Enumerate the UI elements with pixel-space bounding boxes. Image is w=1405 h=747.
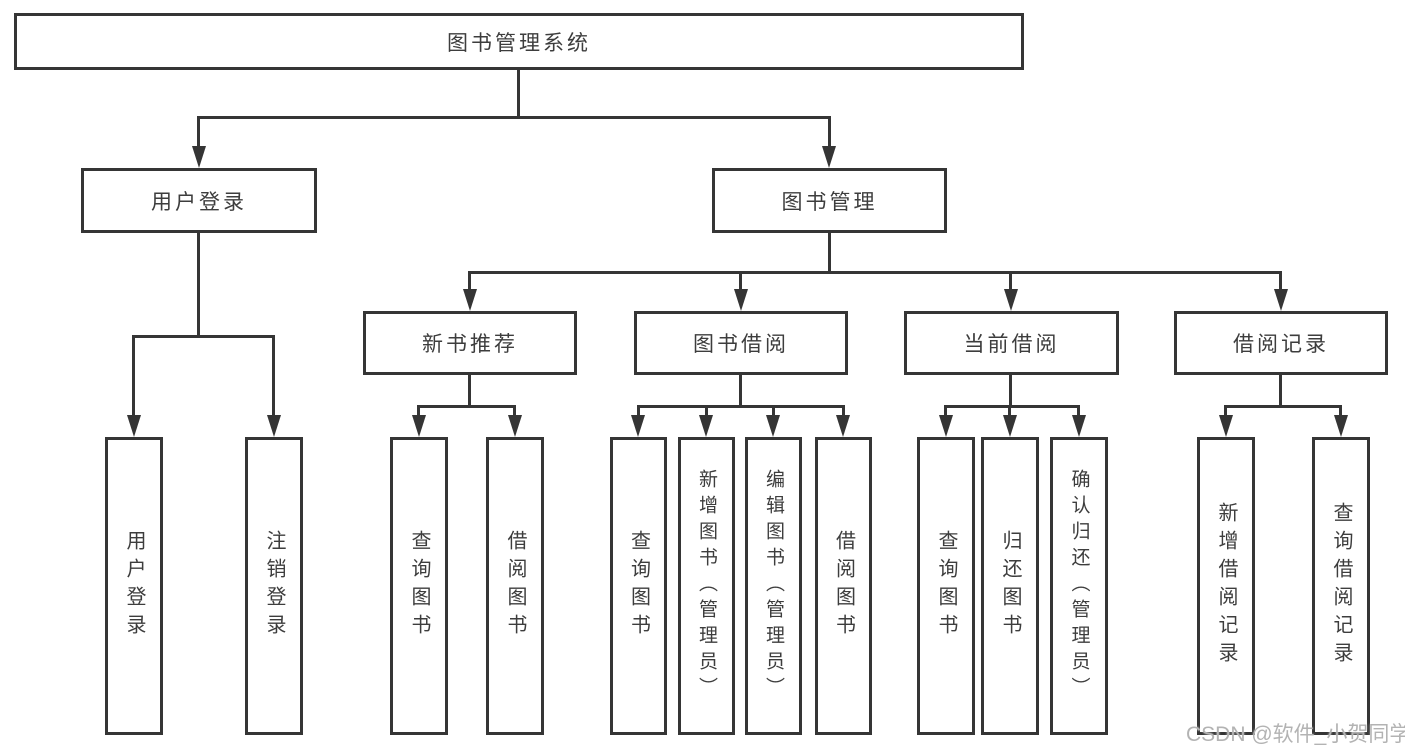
arrow-down-icon [508,415,522,437]
connector-line [197,116,200,149]
connector-line [468,271,471,291]
arrow-down-icon [631,415,645,437]
node-book-management: 图书管理 [712,168,947,233]
arrow-down-icon [463,289,477,311]
connector-line [513,405,516,417]
connector-line [705,405,708,417]
arrow-down-icon [766,415,780,437]
connector-line [842,405,845,417]
connector-line [417,405,516,408]
connector-line [1009,374,1012,406]
leaf-return-book: 归还图书 [981,437,1039,735]
connector-line [1224,405,1227,417]
arrow-down-icon [734,289,748,311]
connector-line [197,232,200,336]
arrow-down-icon [822,146,836,168]
connector-line [637,405,845,408]
node-current-borrow: 当前借阅 [904,311,1119,375]
leaf-borrow-book-2: 借阅图书 [815,437,872,735]
arrow-down-icon [127,415,141,437]
leaf-logout: 注销登录 [245,437,303,735]
connector-line [944,405,947,417]
connector-line [468,271,1282,274]
leaf-query-book-2: 查询图书 [610,437,667,735]
connector-line [1009,271,1012,291]
arrow-down-icon [1004,289,1018,311]
connector-line [772,405,775,417]
connector-line [1279,271,1282,291]
node-new-book-recommend: 新书推荐 [363,311,577,375]
leaf-add-borrow-record: 新增借阅记录 [1197,437,1255,735]
node-root: 图书管理系统 [14,13,1024,70]
leaf-borrow-book-1: 借阅图书 [486,437,544,735]
connector-line [417,405,420,417]
leaf-query-book-1: 查询图书 [390,437,448,735]
connector-line [272,335,275,417]
leaf-user-login: 用户登录 [105,437,163,735]
connector-line [1077,405,1080,417]
connector-line [1279,374,1282,406]
connector-line [828,116,831,149]
arrow-down-icon [1003,415,1017,437]
connector-line [637,405,640,417]
arrow-down-icon [939,415,953,437]
connector-line [1224,405,1342,408]
leaf-query-book-3: 查询图书 [917,437,975,735]
node-borrow-record: 借阅记录 [1174,311,1388,375]
leaf-query-borrow-record: 查询借阅记录 [1312,437,1370,735]
connector-line [517,69,520,117]
arrow-down-icon [192,146,206,168]
connector-line [1339,405,1342,417]
arrow-down-icon [1219,415,1233,437]
arrow-down-icon [1072,415,1086,437]
arrow-down-icon [412,415,426,437]
connector-line [739,374,742,406]
arrow-down-icon [699,415,713,437]
connector-line [828,232,831,272]
connector-line [739,271,742,291]
leaf-edit-book-admin: 编辑图书（管理员） [745,437,802,735]
leaf-confirm-return-admin: 确认归还（管理员） [1050,437,1108,735]
arrow-down-icon [267,415,281,437]
arrow-down-icon [1274,289,1288,311]
connector-line [132,335,275,338]
connector-line [1008,405,1011,417]
watermark-text: CSDN @软件_小贺同学 [1186,723,1405,746]
node-user-login: 用户登录 [81,168,317,233]
leaf-add-book-admin: 新增图书（管理员） [678,437,735,735]
node-book-borrow: 图书借阅 [634,311,848,375]
connector-line [197,116,831,119]
connector-line [944,405,1080,408]
connector-line [468,374,471,406]
connector-line [132,335,135,417]
arrow-down-icon [1334,415,1348,437]
arrow-down-icon [836,415,850,437]
